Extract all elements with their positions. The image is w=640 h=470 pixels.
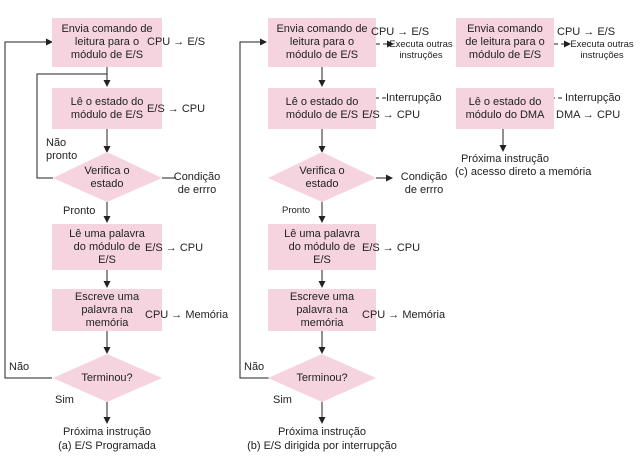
- a-nao-label: Não: [9, 361, 30, 373]
- decision-verifica-b: [268, 152, 376, 202]
- b-sim-label: Sim: [273, 394, 292, 406]
- a-cpu-to-memory-note: CPU → Memória: [145, 309, 229, 321]
- c-caption: (c) acesso direto a memória: [455, 166, 592, 178]
- c-interrupcao-label: Interrupção: [565, 92, 621, 104]
- b-read-word-box: Lê uma palavra do módulo de E/S: [268, 224, 376, 270]
- decision-verifica-a: [53, 152, 162, 202]
- a-terminou-text: Terminou?: [81, 371, 133, 384]
- c-cpu-to-io-note: CPU → E/S: [557, 26, 616, 38]
- decision-terminou-b: [268, 354, 376, 402]
- c-send-command-box: Envia comando de leitura para o módulo d…: [456, 18, 554, 67]
- b-io-to-cpu-note-2: E/S → CPU: [362, 242, 421, 254]
- b-terminou-text: Terminou?: [296, 371, 348, 384]
- a-read-status-box: Lê o estado do módulo de E/S: [52, 88, 162, 129]
- b-nao-label: Não: [244, 361, 265, 373]
- c-send-command-text: Envia comando de leitura para o módulo d…: [465, 23, 545, 61]
- a-read-word-box: Lê uma palavra do módulo de E/S: [52, 224, 162, 270]
- a-sim-label: Sim: [55, 394, 74, 406]
- b-send-command-box: Envia comando de leitura para o módulo d…: [268, 18, 376, 67]
- a-proxima-instrucao: Próxima instrução: [62, 426, 152, 438]
- b-caption: (b) E/S dirigida por interrupção: [247, 440, 397, 452]
- c-executa-outras-label: Executa outras instruções: [570, 39, 634, 61]
- b-cpu-to-memory-note: CPU → Memória: [362, 309, 446, 321]
- b-proxima-instrucao: Próxima instrução: [277, 426, 367, 438]
- b-condicao-label: Condição de errro: [400, 171, 448, 196]
- b-interrupcao-label: Interrupção: [386, 92, 442, 104]
- b-read-word-text: Lê uma palavra do módulo de E/S: [284, 227, 360, 266]
- b-read-status-text: Lê o estado do módulo de E/S: [285, 95, 359, 121]
- a-pronto-label: Pronto: [63, 205, 96, 217]
- b-verifica-text: Verifica o estado: [299, 165, 345, 190]
- a-cpu-to-io-note: CPU → E/S: [147, 36, 206, 48]
- a-nao-pronto-label: Não pronto: [46, 137, 78, 162]
- a-read-status-text: Lê o estado do módulo de E/S: [70, 95, 144, 121]
- c-proxima-instrucao: Próxima instrução: [460, 153, 550, 165]
- a-write-word-box: Escreve uma palavra na memória: [52, 289, 162, 331]
- b-executa-outras-label: Executa outras instruções: [389, 39, 453, 61]
- b-pronto-label: Pronto: [282, 205, 310, 216]
- b-cpu-to-io-note: CPU → E/S: [371, 26, 430, 38]
- a-io-to-cpu-note: E/S → CPU: [147, 103, 206, 115]
- c-read-dma-status-text: Lê o estado do módulo do DMA: [465, 95, 545, 121]
- b-send-command-text: Envia comando de leitura para o módulo d…: [276, 23, 368, 61]
- decision-terminou-a: [53, 354, 162, 402]
- c-dma-to-cpu-note: DMA → CPU: [556, 109, 621, 121]
- a-condicao-label: Condição de errro: [173, 171, 221, 196]
- c-read-dma-status-box: Lê o estado do módulo do DMA: [456, 88, 554, 129]
- a-verifica-text: Verifica o estado: [84, 165, 130, 190]
- b-read-status-box: Lê o estado do módulo de E/S: [268, 88, 376, 129]
- a-read-word-text: Lê uma palavra do módulo de E/S: [69, 227, 145, 266]
- b-write-word-box: Escreve uma palavra na memória: [268, 289, 376, 331]
- b-io-to-cpu-note: E/S → CPU: [362, 109, 421, 121]
- a-write-word-text: Escreve uma palavra na memória: [74, 290, 140, 329]
- a-io-to-cpu-note-2: E/S → CPU: [145, 242, 204, 254]
- a-send-command-text: Envia comando de leitura para o módulo d…: [61, 23, 153, 61]
- a-caption: (a) E/S Programada: [58, 440, 156, 452]
- a-send-command-box: Envia comando de leitura para o módulo d…: [52, 18, 162, 67]
- b-write-word-text: Escreve uma palavra na memória: [289, 290, 355, 329]
